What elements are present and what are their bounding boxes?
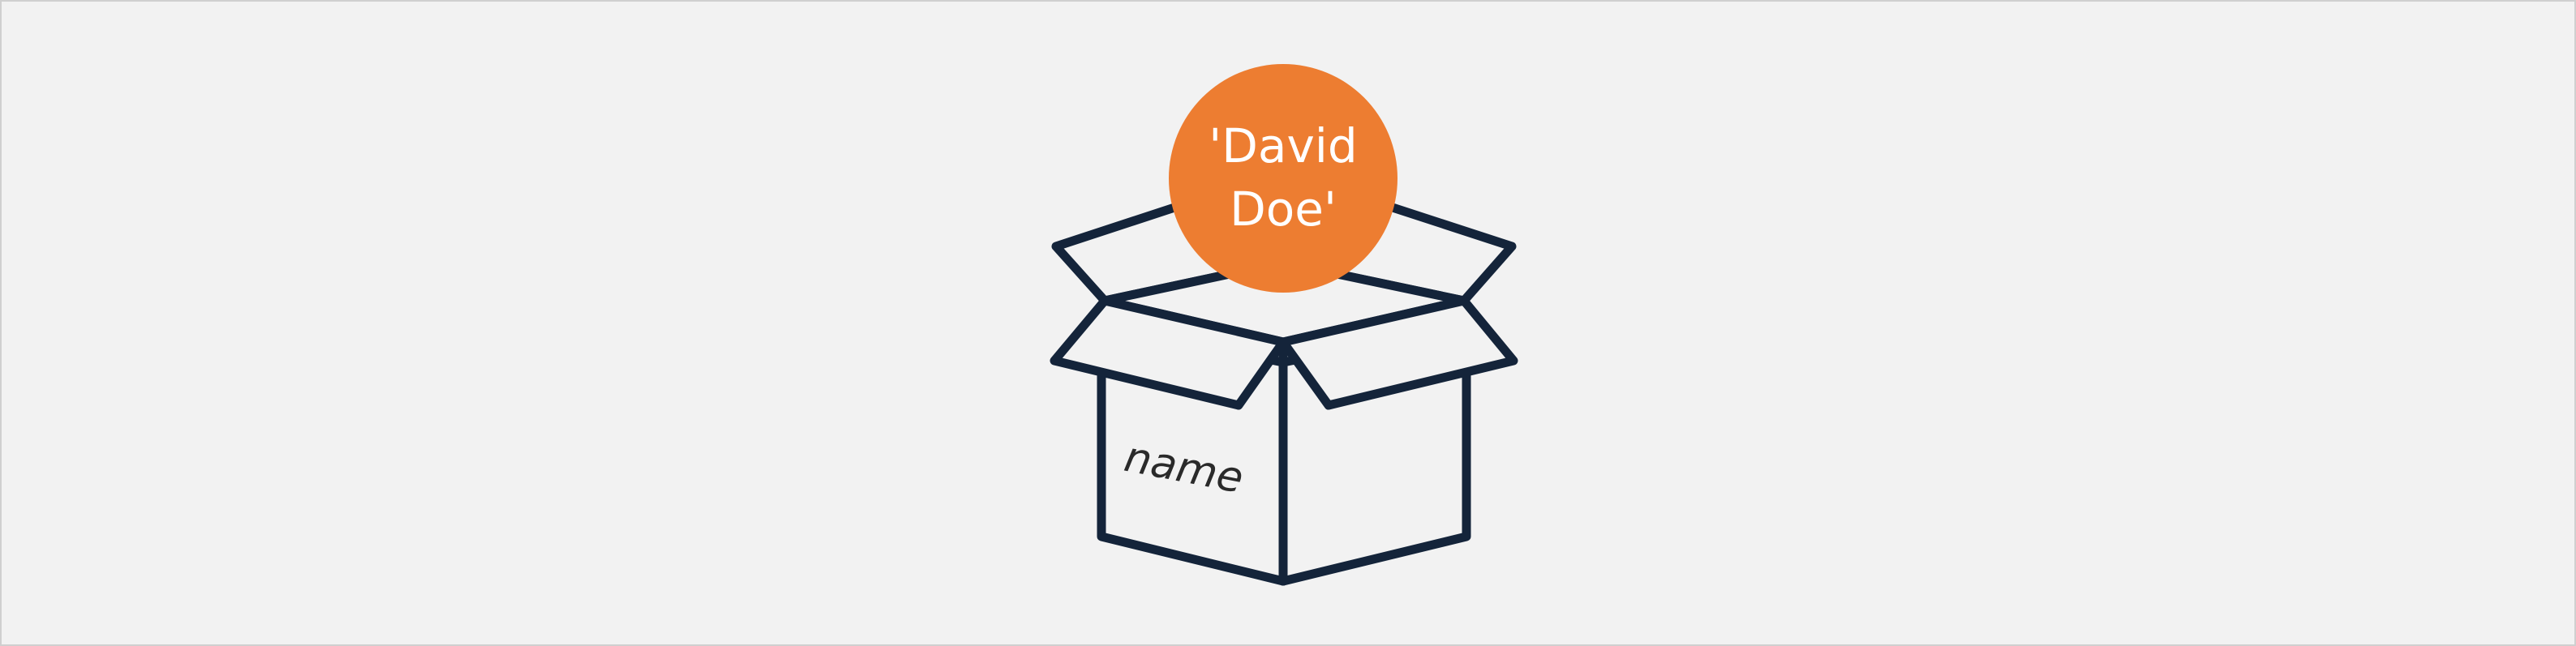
value-circle: 'David Doe' — [1169, 64, 1397, 293]
box-front-right-flap — [1278, 296, 1518, 410]
value-text-line2: Doe' — [1230, 182, 1337, 237]
value-text-line1: 'David — [1209, 118, 1357, 173]
box-front-left-flap — [1050, 296, 1288, 410]
